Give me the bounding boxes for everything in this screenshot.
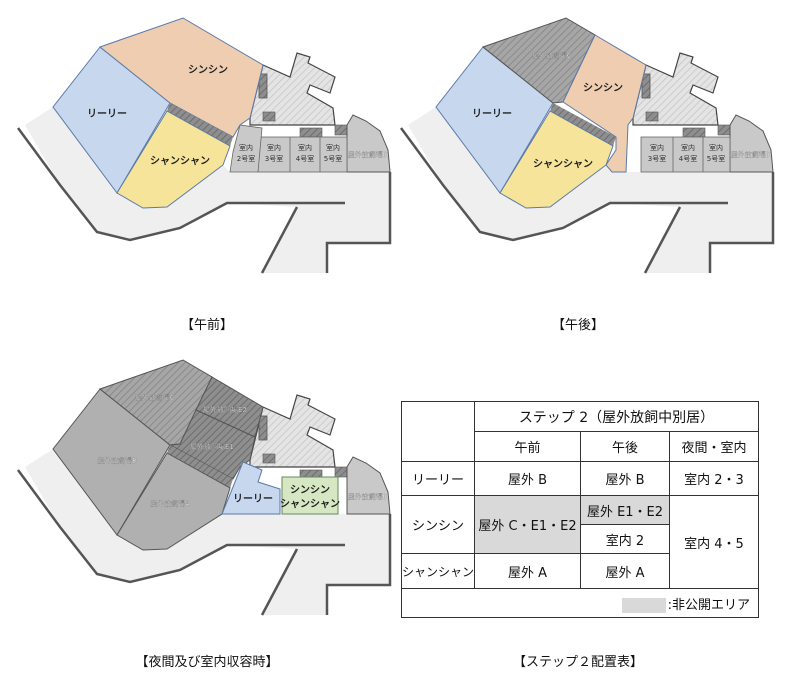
- table-title: ステップ 2（屋外放飼中別居）: [474, 401, 759, 432]
- corner-cell: [401, 401, 475, 462]
- caption-morning: 【午前】: [180, 318, 234, 333]
- col-header: 午前: [474, 431, 581, 462]
- label-shinshin: シンシン: [290, 484, 330, 496]
- caption-afternoon: 【午後】: [551, 318, 605, 333]
- cell: 屋外 B: [580, 461, 670, 496]
- table-row: シンシン 屋外 C・E1・E2 屋外 E1・E2 室内 4・5: [401, 495, 759, 589]
- label-shinshin: シンシン: [188, 64, 228, 76]
- legend-label: :非公開エリア: [667, 597, 750, 613]
- label-shanshan: シャンシャン: [533, 158, 593, 170]
- label-area-d: 屋外放飼場D: [731, 150, 771, 159]
- cell-closed: 屋外 E1・E2: [580, 495, 670, 525]
- label-area-b: 屋外放飼場B: [97, 456, 137, 465]
- room-label: 室内: [239, 143, 253, 152]
- cell: 室内 2: [580, 524, 670, 554]
- label-lily: リーリー: [233, 493, 273, 505]
- cell: 室内 4・5: [669, 495, 759, 589]
- room-label: 5号室: [324, 154, 342, 163]
- cell: 屋外 B: [474, 461, 581, 496]
- room-label: 4号室: [679, 154, 697, 163]
- room-label: 室内: [709, 143, 723, 152]
- cell: 屋外 A: [580, 553, 670, 589]
- label-area-e2: 屋外放飼場E2: [203, 405, 247, 414]
- row-header: リーリー: [401, 461, 475, 496]
- room-label: 室内: [267, 143, 281, 152]
- map-afternoon: リーリー 屋外放飼場C シンシン シャンシャン 室内 3号室 室内 4号室 室内…: [399, 17, 775, 275]
- room-label: 2号室: [237, 154, 255, 163]
- row-header: シャンシャン: [401, 553, 475, 589]
- col-header: 夜間・室内: [669, 431, 759, 462]
- indoor-rooms: [257, 136, 348, 173]
- label-shinshin: シンシン: [583, 82, 623, 94]
- zone-shanshan: [116, 110, 231, 209]
- label-area-d: 屋外放飼場D: [348, 492, 388, 501]
- room-label: 4号室: [296, 154, 314, 163]
- room-label: 3号室: [648, 154, 666, 163]
- closed-area-swatch: [621, 597, 666, 613]
- map-morning: リーリー シンシン シャンシャン 室内 2号室 室内 3号室 室内 4号室 室内…: [16, 17, 392, 275]
- zone-shinshin-shanshan: [281, 476, 339, 515]
- room-label: 5号室: [707, 154, 725, 163]
- zone-shinshin: [98, 17, 264, 138]
- cell-closed: 屋外 C・E1・E2: [474, 495, 581, 554]
- caption-table: 【ステップ２配置表】: [512, 655, 644, 670]
- label-area-d: 屋外放飼場D: [348, 150, 388, 159]
- zone-shanshan: [499, 110, 614, 209]
- table-row: シャンシャン 屋外 A 屋外 A: [401, 553, 759, 589]
- map-night: 屋外放飼場B 屋外放飼場A 屋外放飼場C 屋外放飼場E2 屋外放飼場E1 リーリ…: [16, 359, 392, 617]
- label-lily: リーリー: [87, 108, 127, 120]
- row-header: シンシン: [401, 495, 475, 554]
- label-shanshan: シャンシャン: [280, 498, 340, 510]
- label-area-e1: 屋外放飼場E1: [190, 442, 234, 451]
- zone-a: [116, 452, 231, 551]
- label-lily: リーリー: [472, 108, 512, 120]
- label-shanshan: シャンシャン: [150, 155, 210, 167]
- zone-lily: [221, 461, 281, 515]
- zone-shinshin: [562, 34, 647, 173]
- legend: :非公開エリア: [401, 588, 759, 618]
- label-area-a: 屋外放飼場A: [150, 499, 190, 508]
- table-row: リーリー 屋外 B 屋外 B 室内 2・3: [401, 461, 759, 496]
- room-label: 室内: [681, 143, 695, 152]
- cell: 屋外 A: [474, 553, 581, 589]
- cell: 室内 2・3: [669, 461, 759, 496]
- divider-strip: [167, 103, 233, 146]
- room-label: 3号室: [265, 154, 283, 163]
- caption-night: 【夜間及び室内収容時】: [135, 655, 279, 670]
- zone-e1: [168, 409, 256, 480]
- col-header: 午後: [580, 431, 670, 462]
- room-label: 室内: [298, 143, 312, 152]
- label-area-c: 屋外放飼場C: [532, 51, 572, 60]
- label-area-c: 屋外放飼場C: [135, 393, 175, 402]
- placement-table: ステップ 2（屋外放飼中別居） 午前 午後 夜間・室内 リーリー 屋外 B 屋外…: [401, 401, 759, 618]
- room-label: 室内: [326, 143, 340, 152]
- room-label: 室内: [650, 143, 664, 152]
